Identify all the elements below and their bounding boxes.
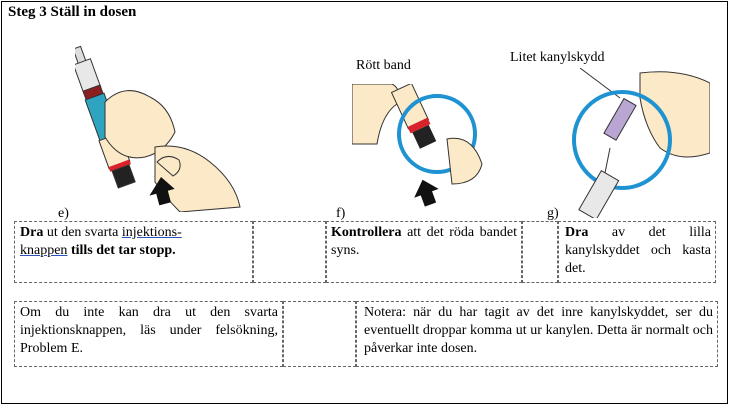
instruction-e: Dra ut den svarta injektions-knappen til… (20, 224, 248, 260)
small-cap-label: Litet kanylskydd (510, 50, 605, 65)
instruction-f: Kontrollera att det röda bandet syns. (331, 224, 517, 260)
instruction-g-verb: Dra (565, 225, 589, 240)
instruction-g-text: av det lilla kanylskyddet och kasta det. (565, 225, 711, 276)
instruction-box-g (558, 221, 716, 283)
instruction-e-verb: Dra (20, 225, 44, 240)
note-box-right (356, 301, 718, 367)
step-label-g: g) (547, 206, 559, 221)
instruction-f-verb: Kontrollera (331, 225, 402, 240)
instruction-e-text: ut den svarta (43, 225, 122, 240)
illustration-small-cap (572, 68, 710, 218)
note-left: Om du inte kan dra ut den svarta injekti… (20, 305, 278, 356)
spacer-box-1 (253, 221, 326, 283)
note-right: Notera: när du har tagit av det inre kan… (364, 305, 713, 356)
instruction-e-link-part1: injektions- (121, 225, 182, 240)
step-label-e: e) (58, 206, 69, 221)
illustration-pull-button (75, 45, 241, 212)
step-label-f: f) (336, 206, 346, 221)
spacer-box-2 (522, 221, 558, 283)
note-box-left (14, 301, 283, 367)
instruction-g: Dra av det lilla kanylskyddet och kasta … (565, 224, 711, 278)
instruction-box-e (14, 221, 253, 283)
red-band-label: Rött band (356, 58, 411, 73)
illustration-red-band (352, 84, 483, 207)
page-title: Steg 3 Ställ in dosen (8, 4, 137, 20)
instruction-box-f (326, 221, 522, 283)
spacer-box-3 (283, 301, 356, 367)
instruction-e-stop: tills det tar stopp. (67, 243, 176, 258)
instruction-f-text: att det röda bandet syns. (331, 225, 517, 258)
instruction-e-link-part2: knappen (20, 243, 68, 258)
